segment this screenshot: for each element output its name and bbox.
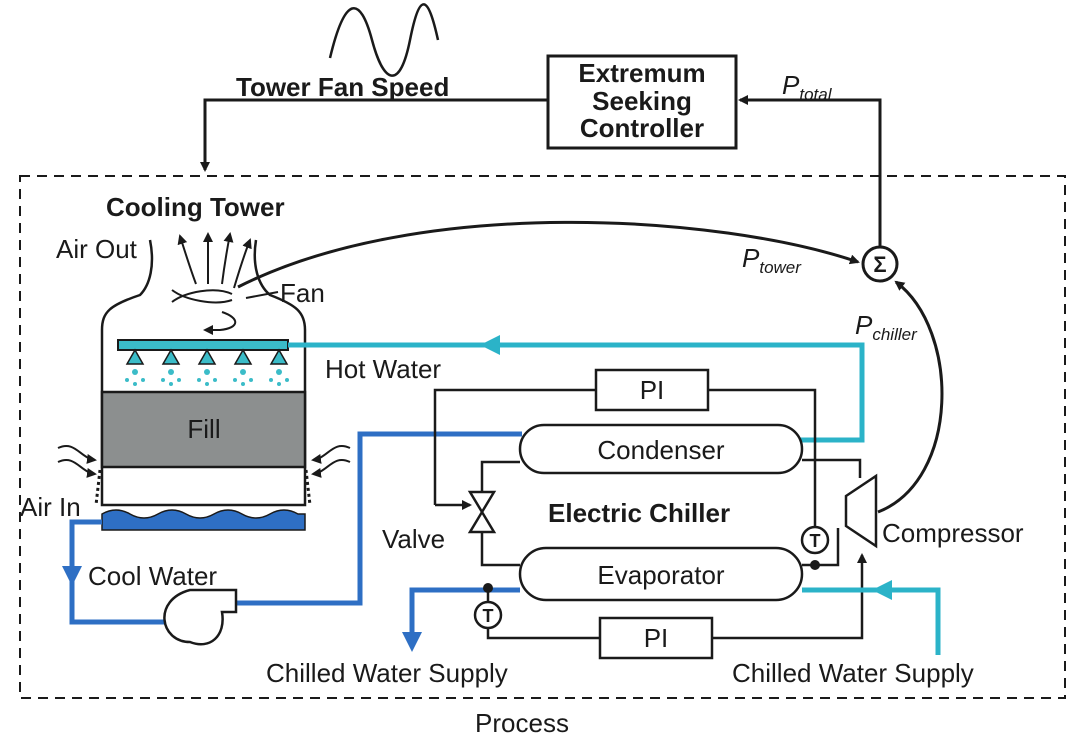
- t-sensor-right: [800, 525, 830, 555]
- evaporator: [518, 546, 804, 602]
- chilled-water-supply-right-line: [802, 587, 941, 655]
- pi-top-label: PI: [640, 375, 665, 405]
- pi-top-left-line: [433, 388, 596, 505]
- esc-line-2: Seeking: [592, 86, 692, 116]
- fan-rotation-icon: [203, 311, 237, 335]
- fan-icon: [171, 289, 233, 304]
- air-out-arrow-4: [233, 238, 252, 289]
- nozzle-icon: [197, 348, 217, 365]
- water-droplets: [125, 369, 289, 386]
- louver-right: [304, 469, 312, 506]
- fill-media: [100, 390, 307, 469]
- valve-label: Valve: [382, 524, 445, 554]
- fill-label: Fill: [187, 414, 220, 444]
- air-in-arrow-left-1: [57, 445, 97, 464]
- esc-line-1: Extremum: [578, 58, 705, 88]
- louver-left: [94, 469, 102, 506]
- pi-top-right-line: [708, 388, 817, 528]
- p-chiller-signal-line: [877, 280, 944, 514]
- air-in-arrow-right-1: [311, 445, 351, 464]
- p-total-label: Ptotal: [782, 70, 833, 104]
- air-in-arrow-right-2: [311, 459, 351, 478]
- valve-icon: [467, 490, 497, 534]
- t-sensor-left: [473, 600, 503, 630]
- t-sensor-right-label: T: [810, 531, 821, 551]
- refrigerant-condenser-to-valve: [480, 460, 520, 492]
- chilled-water-supply-left-line: [409, 587, 520, 640]
- compressor-label: Compressor: [882, 518, 1024, 548]
- t-sensor-right-node: [810, 560, 820, 570]
- cooling-tower-shell: [100, 239, 307, 507]
- air-in-arrow-left-2: [57, 459, 97, 478]
- esc-line-3: Controller: [580, 113, 704, 143]
- basin-water: [101, 509, 306, 531]
- refrigerant-compressor-to-condenser: [802, 458, 862, 478]
- cool-water-label: Cool Water: [88, 561, 217, 591]
- fan-label: Fan: [280, 278, 325, 308]
- air-in-label: Air In: [20, 492, 81, 522]
- chilled-water-supply-right-label: Chilled Water Supply: [732, 658, 974, 688]
- nozzle-icon: [269, 348, 289, 365]
- p-tower-signal-line: [237, 220, 860, 289]
- pi-bottom-right-line: [712, 553, 867, 640]
- pi-bottom-left-line: [486, 628, 600, 640]
- condenser-label: Condenser: [597, 435, 725, 465]
- chilled-water-supply-right-arrow-icon: [872, 580, 892, 600]
- sine-wave-icon: [328, 3, 440, 77]
- extremum-seeking-controller-box: [546, 54, 738, 150]
- chilled-water-supply-left-label: Chilled Water Supply: [266, 658, 508, 688]
- tower-fan-speed-label: Tower Fan Speed: [236, 72, 449, 102]
- t-sensor-left-label: T: [483, 606, 494, 626]
- fan-label-leader: [245, 291, 279, 299]
- p-total-signal-line: [738, 95, 882, 248]
- hot-water-label: Hot Water: [325, 354, 441, 384]
- electric-chiller-title: Electric Chiller: [548, 498, 730, 528]
- cooling-tower-title: Cooling Tower: [106, 192, 285, 222]
- nozzle-icon: [125, 348, 145, 365]
- cool-water-line-pump-to-condenser: [236, 431, 522, 606]
- condenser: [518, 423, 804, 475]
- summing-junction: [861, 245, 899, 283]
- spray-nozzles: [125, 348, 289, 365]
- p-chiller-label: Pchiller: [855, 310, 918, 344]
- pi-controller-bottom: [598, 616, 714, 660]
- pump-icon: [163, 588, 238, 646]
- sigma-symbol: Σ: [873, 252, 886, 277]
- air-out-arrow-1: [177, 234, 197, 285]
- refrigerant-valve-to-evaporator: [480, 532, 520, 567]
- process-boundary: [19, 175, 1066, 699]
- hot-water-line: [288, 342, 865, 443]
- pi-bottom-label: PI: [644, 623, 669, 653]
- air-out-label: Air Out: [56, 234, 138, 264]
- nozzle-icon: [233, 348, 253, 365]
- nozzle-icon: [161, 348, 181, 365]
- compressor-icon: [844, 473, 878, 549]
- spray-bar: [117, 339, 289, 351]
- process-label: Process: [475, 708, 569, 738]
- air-out-arrow-3: [221, 232, 234, 285]
- fan-speed-signal-line: [200, 98, 548, 172]
- pi-controller-top: [594, 368, 710, 412]
- p-tower-label: Ptower: [742, 243, 802, 277]
- chilled-water-supply-left-arrow-icon: [402, 632, 422, 652]
- cool-water-arrow-icon: [62, 566, 82, 586]
- hot-water-arrow-icon: [480, 335, 500, 355]
- evaporator-label: Evaporator: [597, 560, 725, 590]
